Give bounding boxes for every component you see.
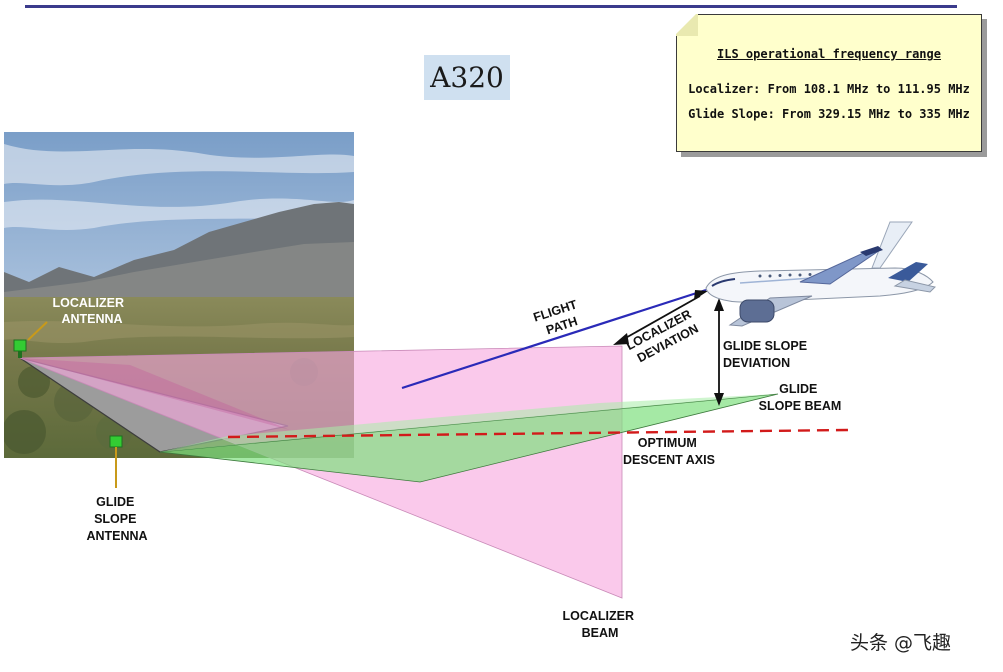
glide-slope-beam-label: GLIDE SLOPE BEAM — [759, 382, 842, 413]
localizer-deviation-label: LOCALIZER DEVIATION — [624, 305, 704, 367]
top-rule — [25, 5, 957, 8]
localizer-beam-area — [19, 345, 623, 599]
flight-path-label: FLIGHT PATH — [532, 296, 588, 340]
note-localizer-range: Localizer: From 108.1 MHz to 111.95 MHz — [688, 82, 970, 96]
frequency-note: ILS operational frequency range Localize… — [675, 13, 982, 152]
glide-slope-antenna-icon — [109, 435, 123, 488]
flight-path-line — [401, 288, 707, 390]
glide-slope-antenna-label: GLIDE SLOPE ANTENNA — [86, 495, 147, 543]
page-title: A320 — [424, 55, 510, 100]
localizer-antenna-icon — [13, 321, 48, 358]
glide-slope-deviation-label: GLIDE SLOPE DEVIATION — [723, 339, 811, 370]
optimum-descent-axis-label: OPTIMUM DESCENT AXIS — [623, 436, 715, 467]
note-title: ILS operational frequency range — [717, 47, 941, 61]
note-glide-slope-range: Glide Slope: From 329.15 MHz to 335 MHz — [688, 107, 970, 121]
localizer-deviation-arrow — [621, 295, 701, 341]
localizer-beam-label: LOCALIZER BEAM — [562, 609, 637, 640]
descent-axis-line — [227, 428, 849, 439]
airplane-icon — [705, 221, 936, 327]
watermark: 头条 @飞趣 — [850, 632, 952, 654]
localizer-antenna-label: LOCALIZER ANTENNA — [52, 296, 127, 326]
